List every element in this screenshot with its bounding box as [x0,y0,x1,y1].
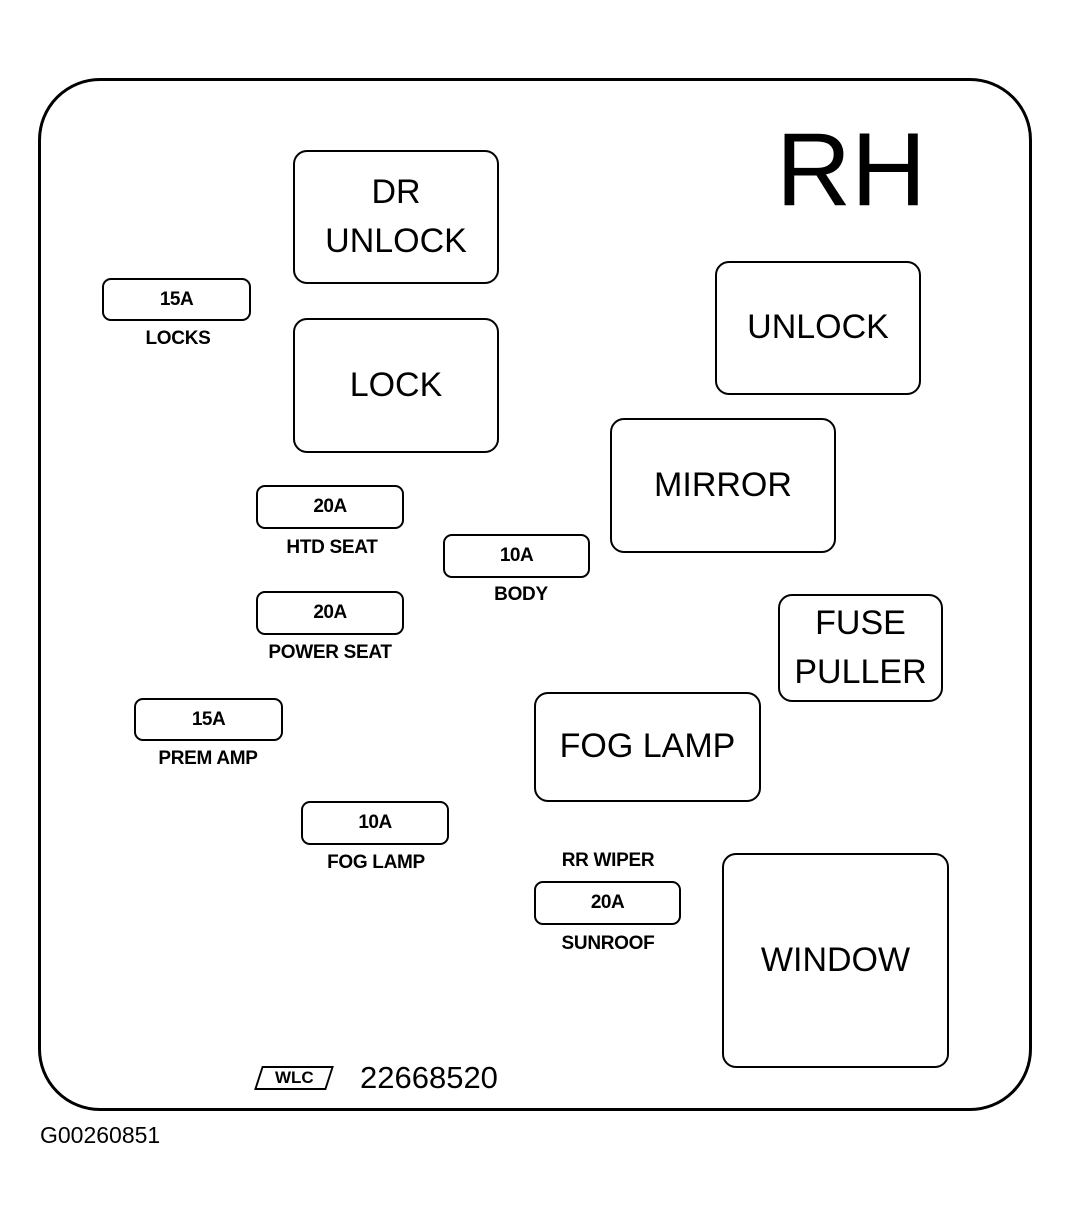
relay-dr-unlock: DR UNLOCK [293,150,499,284]
relay-window: WINDOW [722,853,949,1068]
fuse-sunroof-rating: 20A [590,892,625,913]
fuse-htd-seat-rating: 20A [313,496,347,517]
fuse-locks-label: LOCKS [145,328,211,349]
fuse-sunroof-top-label: RR WIPER [561,850,655,871]
fuse-fog-lamp: 10A [301,801,449,845]
figure-id: G00260851 [40,1122,161,1148]
relay-mirror: MIRROR [610,418,836,553]
relay-lock: LOCK [293,318,499,453]
fuse-prem-amp-label: PREM AMP [158,748,258,769]
fuse-power-seat-rating: 20A [313,602,347,623]
fuse-body-rating: 10A [499,545,534,566]
manufacturer-logo-text: WLC [274,1068,314,1087]
relay-unlock: UNLOCK [715,261,921,395]
relay-window-label: WINDOW [760,940,911,979]
fuse-puller-line1: FUSE [815,603,906,642]
fuse-body-label: BODY [494,584,548,605]
fuse-block-panel [38,78,1032,1111]
relay-lock-label: LOCK [349,365,443,404]
part-number: 22668520 [360,1060,498,1095]
fuse-body: 10A [443,534,590,578]
fuse-sunroof-label: SUNROOF [561,933,655,954]
fuse-puller: FUSE PULLER [778,594,943,702]
relay-fog-lamp: FOG LAMP [534,692,761,802]
fuse-power-seat: 20A [256,591,404,635]
relay-dr-unlock-line1: DR [371,172,421,211]
fuse-prem-amp: 15A [134,698,283,741]
fuse-htd-seat: 20A [256,485,404,529]
fuse-power-seat-label: POWER SEAT [268,642,392,663]
fuse-prem-amp-rating: 15A [191,708,226,730]
fuse-fog-lamp-label: FOG LAMP [327,852,425,873]
panel-side-label: RH [776,112,927,228]
fuse-htd-seat-label: HTD SEAT [286,537,378,558]
fuse-sunroof: 20A [534,881,681,925]
relay-mirror-label: MIRROR [654,465,792,504]
manufacturer-logo: WLC [254,1066,334,1090]
fuse-locks-rating: 15A [159,288,194,310]
relay-unlock-label: UNLOCK [747,308,889,347]
fuse-fog-lamp-rating: 10A [358,812,392,833]
relay-fog-lamp-label: FOG LAMP [559,727,736,766]
relay-dr-unlock-line2: UNLOCK [325,222,467,260]
fuse-locks: 15A [102,278,251,321]
fuse-puller-line2: PULLER [794,653,927,691]
